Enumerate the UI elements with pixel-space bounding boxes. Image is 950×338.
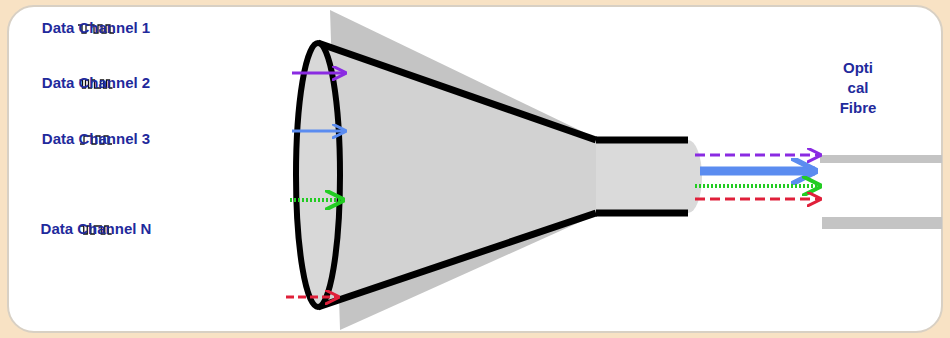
channel-beam <box>292 72 345 75</box>
fibre-wall <box>820 155 942 163</box>
channel-label: Data Channel N <box>31 214 161 244</box>
channel-beam <box>286 296 338 299</box>
fibre-label: Opti cal Fibre <box>834 58 882 118</box>
cone-edge <box>318 43 596 140</box>
channel-beam <box>290 198 343 202</box>
channel-beam <box>292 130 345 133</box>
cone-body <box>318 43 596 307</box>
channel-label: Data Channel 3 <box>31 124 161 154</box>
cone-edge <box>318 213 596 307</box>
tube-edge <box>596 210 688 217</box>
channel-label: Data Channel 1 <box>31 13 161 43</box>
fibre-tube <box>596 140 702 213</box>
fibre-beam <box>695 198 820 201</box>
fibre-beam <box>695 184 820 188</box>
cone-mouth <box>296 43 340 307</box>
fibre-beam <box>695 154 820 157</box>
panel <box>8 6 942 332</box>
channel-label: Data Channel 2 <box>31 68 161 98</box>
fibre-beam <box>700 167 815 176</box>
fibre-wall <box>822 217 942 229</box>
waveforms <box>78 25 114 234</box>
tube-edge <box>596 137 688 144</box>
